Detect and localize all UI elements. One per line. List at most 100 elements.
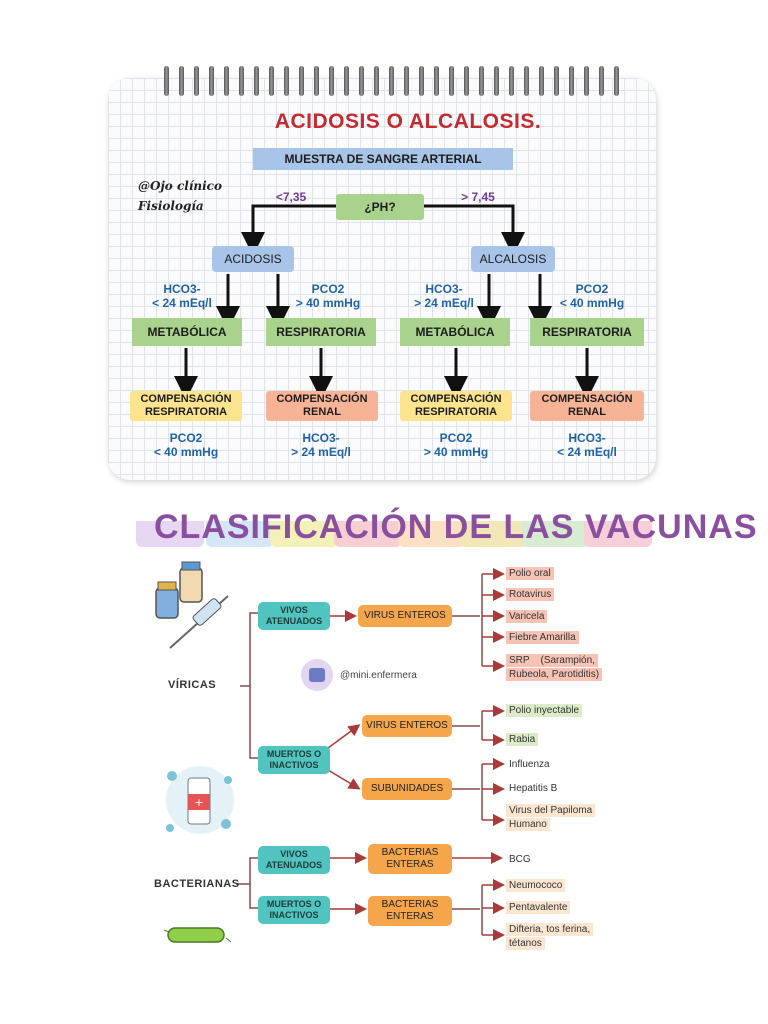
condition-value: > 24 mEq/l: [414, 296, 474, 310]
teal-line: ATENUADOS: [265, 616, 323, 626]
signature-line: Fisiología: [138, 199, 204, 213]
vaccine-leaf: Neumococo: [506, 879, 566, 892]
acidosis-box: ACIDOSIS: [212, 246, 294, 272]
page-title: ACIDOSIS O ALCALOSIS.: [274, 110, 542, 133]
binding-ring: [164, 66, 169, 96]
author-handle: @mini.enfermera: [340, 670, 417, 681]
vaccine-leaf: Fiebre Amarilla: [506, 631, 579, 644]
compensation-line: COMPENSACIÓN: [541, 393, 633, 405]
binding-ring: [314, 66, 319, 96]
compensation-line: RENAL: [303, 406, 341, 418]
subunidades-box: SUBUNIDADES: [362, 778, 452, 800]
teal-line: VIVOS: [280, 849, 308, 859]
binding-ring: [404, 66, 409, 96]
binding-ring: [269, 66, 274, 96]
vaccine-leaf: Humano: [506, 818, 550, 831]
binding-ring: [299, 66, 304, 96]
binding-ring: [239, 66, 244, 96]
condition-value: > 40 mmHg: [295, 296, 361, 310]
condition-label: HCO3-< 24 mEq/l: [142, 282, 222, 310]
notebook-tab: [136, 521, 204, 547]
ph-high-label: > 7,45: [461, 190, 495, 204]
condition-value: < 40 mmHg: [559, 296, 625, 310]
flow-arrows: [174, 204, 599, 400]
binding-ring: [569, 66, 574, 96]
vaccine-leaf: Varicela: [506, 610, 548, 623]
vaccine-leaf: Virus del Papiloma: [506, 804, 596, 817]
teal-line: MUERTOS O: [266, 749, 322, 759]
condition-value: < 24 mEq/l: [152, 296, 212, 310]
condition-label: PCO2> 40 mmHg: [288, 282, 368, 310]
orange-line: BACTERIAS: [381, 847, 439, 858]
teal-line: INACTIVOS: [269, 760, 319, 770]
vaccine-classification: CLASIFICACIÓN DE LAS VACUNAS: [140, 508, 757, 963]
vaccine-leaf: Rotavirus: [506, 588, 555, 601]
compensation-param: PCO2: [439, 431, 473, 445]
binding-ring: [179, 66, 184, 96]
binding-ring: [584, 66, 589, 96]
binding-ring: [224, 66, 229, 96]
condition-param: PCO2: [311, 282, 345, 296]
condition-param: HCO3-: [425, 282, 463, 296]
vaccine-leaf: Hepatitis B: [509, 783, 558, 794]
ph-low-label: <7,35: [275, 190, 307, 204]
binding-ring: [419, 66, 424, 96]
mindmap-lines: [236, 568, 505, 941]
binding-ring: [599, 66, 604, 96]
bacteria-illustration: [163, 927, 232, 943]
binding-ring: [344, 66, 349, 96]
orange-line: ENTERAS: [386, 911, 434, 922]
compensation-value: PCO2< 40 mmHg: [146, 431, 226, 459]
vaccine-leaf: BCG: [509, 854, 531, 865]
compensation-line: RESPIRATORIA: [414, 406, 498, 418]
sample-box: MUESTRA DE SANGRE ARTERIAL: [253, 148, 513, 170]
binding-ring: [374, 66, 379, 96]
binding-ring: [254, 66, 259, 96]
signature-line: @Ojo clínico: [138, 179, 222, 193]
type-box: RESPIRATORIA: [530, 318, 644, 346]
binding-ring: [434, 66, 439, 96]
vaccine-leaf: Pentavalente: [506, 901, 571, 914]
teal-line: INACTIVOS: [269, 910, 319, 920]
teal-line: VIVOS: [280, 605, 308, 615]
condition-label: HCO3-> 24 mEq/l: [404, 282, 484, 310]
compensation-value: HCO3-< 24 mEq/l: [547, 431, 627, 459]
vaccine-leaf: Polio oral: [506, 567, 554, 580]
binding-ring: [554, 66, 559, 96]
acid-base-notebook: ACIDOSIS O ALCALOSIS. MUESTRA DE SANGRE …: [108, 66, 660, 547]
binding-ring: [284, 66, 289, 96]
notebook-tab: [270, 521, 338, 547]
notebook-tab: [460, 521, 528, 547]
category-bacterianas: BACTERIANAS: [154, 878, 240, 890]
compensation-line: COMPENSACIÓN: [140, 393, 232, 405]
virus-enteros-box: VIRUS ENTEROS: [358, 605, 452, 627]
compensation-line: RESPIRATORIA: [144, 406, 228, 418]
condition-label: PCO2< 40 mmHg: [552, 282, 632, 310]
alcalosis-box: ALCALOSIS: [471, 246, 555, 272]
teal-line: MUERTOS O: [266, 899, 322, 909]
vaccine-leaf: Rubeola, Parotiditis): [506, 668, 603, 681]
binding-ring: [614, 66, 619, 96]
condition-param: PCO2: [575, 282, 609, 296]
type-box: METABÓLICA: [132, 318, 242, 346]
compensation-line: COMPENSACIÓN: [410, 393, 502, 405]
compensation-param: HCO3-: [568, 431, 606, 445]
binding-ring: [209, 66, 214, 96]
binding-ring: [524, 66, 529, 96]
vaccine-leaf: Rabia: [506, 733, 539, 746]
binding-ring: [389, 66, 394, 96]
notebook-tab: [522, 521, 590, 547]
teal-line: ATENUADOS: [265, 860, 323, 870]
type-box: METABÓLICA: [400, 318, 510, 346]
notebook-tab: [584, 521, 652, 547]
compensation-amount: > 24 mEq/l: [291, 445, 351, 459]
compensation-amount: > 40 mmHg: [423, 445, 489, 459]
binding-ring: [359, 66, 364, 96]
